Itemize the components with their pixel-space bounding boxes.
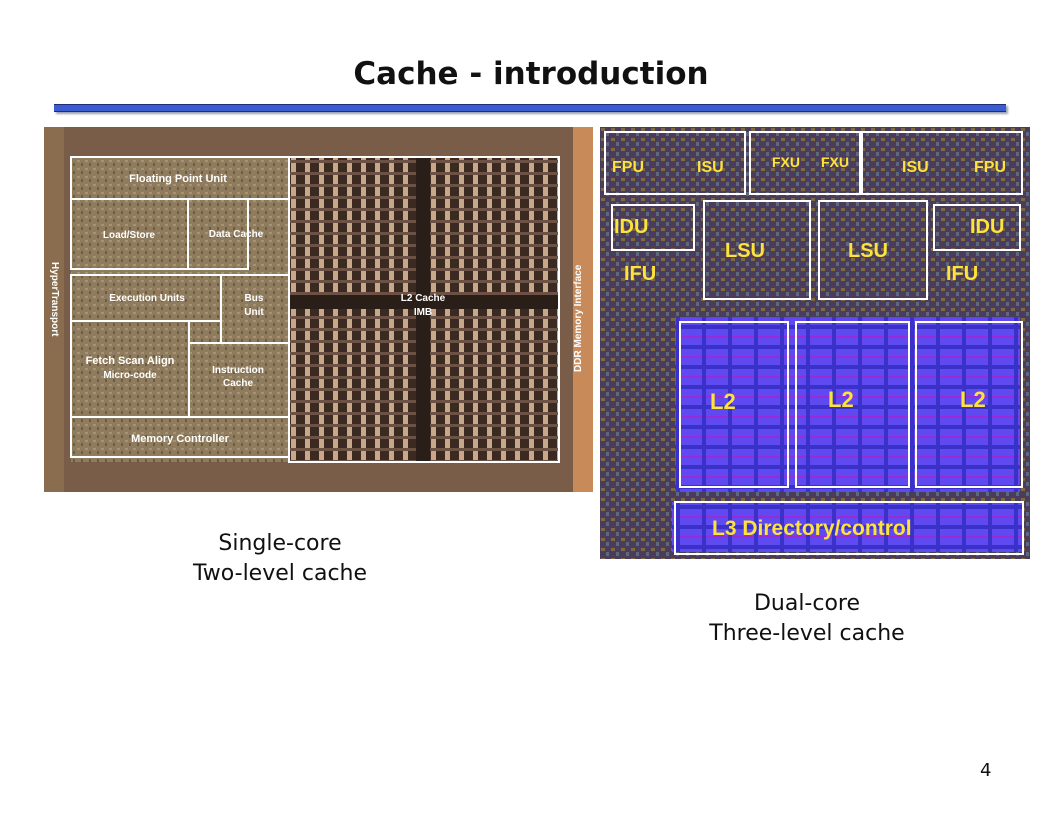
lsu-right-label: LSU <box>848 240 888 262</box>
fxu-right-label: FXU <box>821 154 849 170</box>
bus-unit-label-1: Bus <box>245 293 264 304</box>
fpu-right-label: FPU <box>974 159 1006 176</box>
idu-right-label: IDU <box>970 216 1004 238</box>
title-rule <box>54 104 1006 112</box>
floating-point-label: Floating Point Unit <box>129 173 227 185</box>
idu-left-label: IDU <box>614 216 648 238</box>
execution-units-label: Execution Units <box>109 293 185 304</box>
bus-unit-label-2: Unit <box>244 307 264 318</box>
memory-controller-label: Memory Controller <box>131 433 230 445</box>
caption-line-2: Three-level cache <box>709 621 905 646</box>
slide-title: Cache - introduction <box>353 56 709 92</box>
l2-b-label: L2 <box>828 387 854 412</box>
dual-core-die-image: FPU ISU FXU FXU ISU FPU IDU LSU LSU IDU … <box>600 127 1030 559</box>
ifu-right-label: IFU <box>946 263 978 285</box>
l2-cache-label-1: L2 Cache <box>401 293 446 304</box>
l2-a-label: L2 <box>710 389 736 414</box>
fxu-left-label: FXU <box>772 154 800 170</box>
ddr-interface-label: DDR Memory Interface <box>573 264 584 372</box>
instruction-label-1: Instruction <box>212 365 264 376</box>
isu-left-label: ISU <box>697 159 724 176</box>
l3-label: L3 Directory/control <box>712 517 912 540</box>
single-core-die-image: Floating Point Unit Load/Store Data Cach… <box>44 127 593 492</box>
hypertransport-label: HyperTransport <box>49 262 60 337</box>
fetch-label-1: Fetch Scan Align <box>86 355 175 367</box>
caption-line-1: Single-core <box>218 531 342 556</box>
page-number: 4 <box>980 760 992 781</box>
load-store-label: Load/Store <box>103 230 156 241</box>
fetch-label-2: Micro-code <box>103 370 157 381</box>
l2-cache-label-2: IMB <box>414 307 432 318</box>
single-core-caption: Single-core Two-level cache <box>150 529 410 589</box>
dual-core-caption: Dual-core Three-level cache <box>677 589 937 649</box>
caption-line-1: Dual-core <box>753 591 861 616</box>
caption-line-2: Two-level cache <box>192 561 368 586</box>
ifu-left-label: IFU <box>624 263 656 285</box>
isu-right-label: ISU <box>902 159 929 176</box>
data-cache-label: Data Cache <box>209 229 264 240</box>
instruction-label-2: Cache <box>223 378 253 389</box>
fpu-left-label: FPU <box>612 159 644 176</box>
lsu-left-label: LSU <box>725 240 765 262</box>
l2-c-label: L2 <box>960 387 986 412</box>
